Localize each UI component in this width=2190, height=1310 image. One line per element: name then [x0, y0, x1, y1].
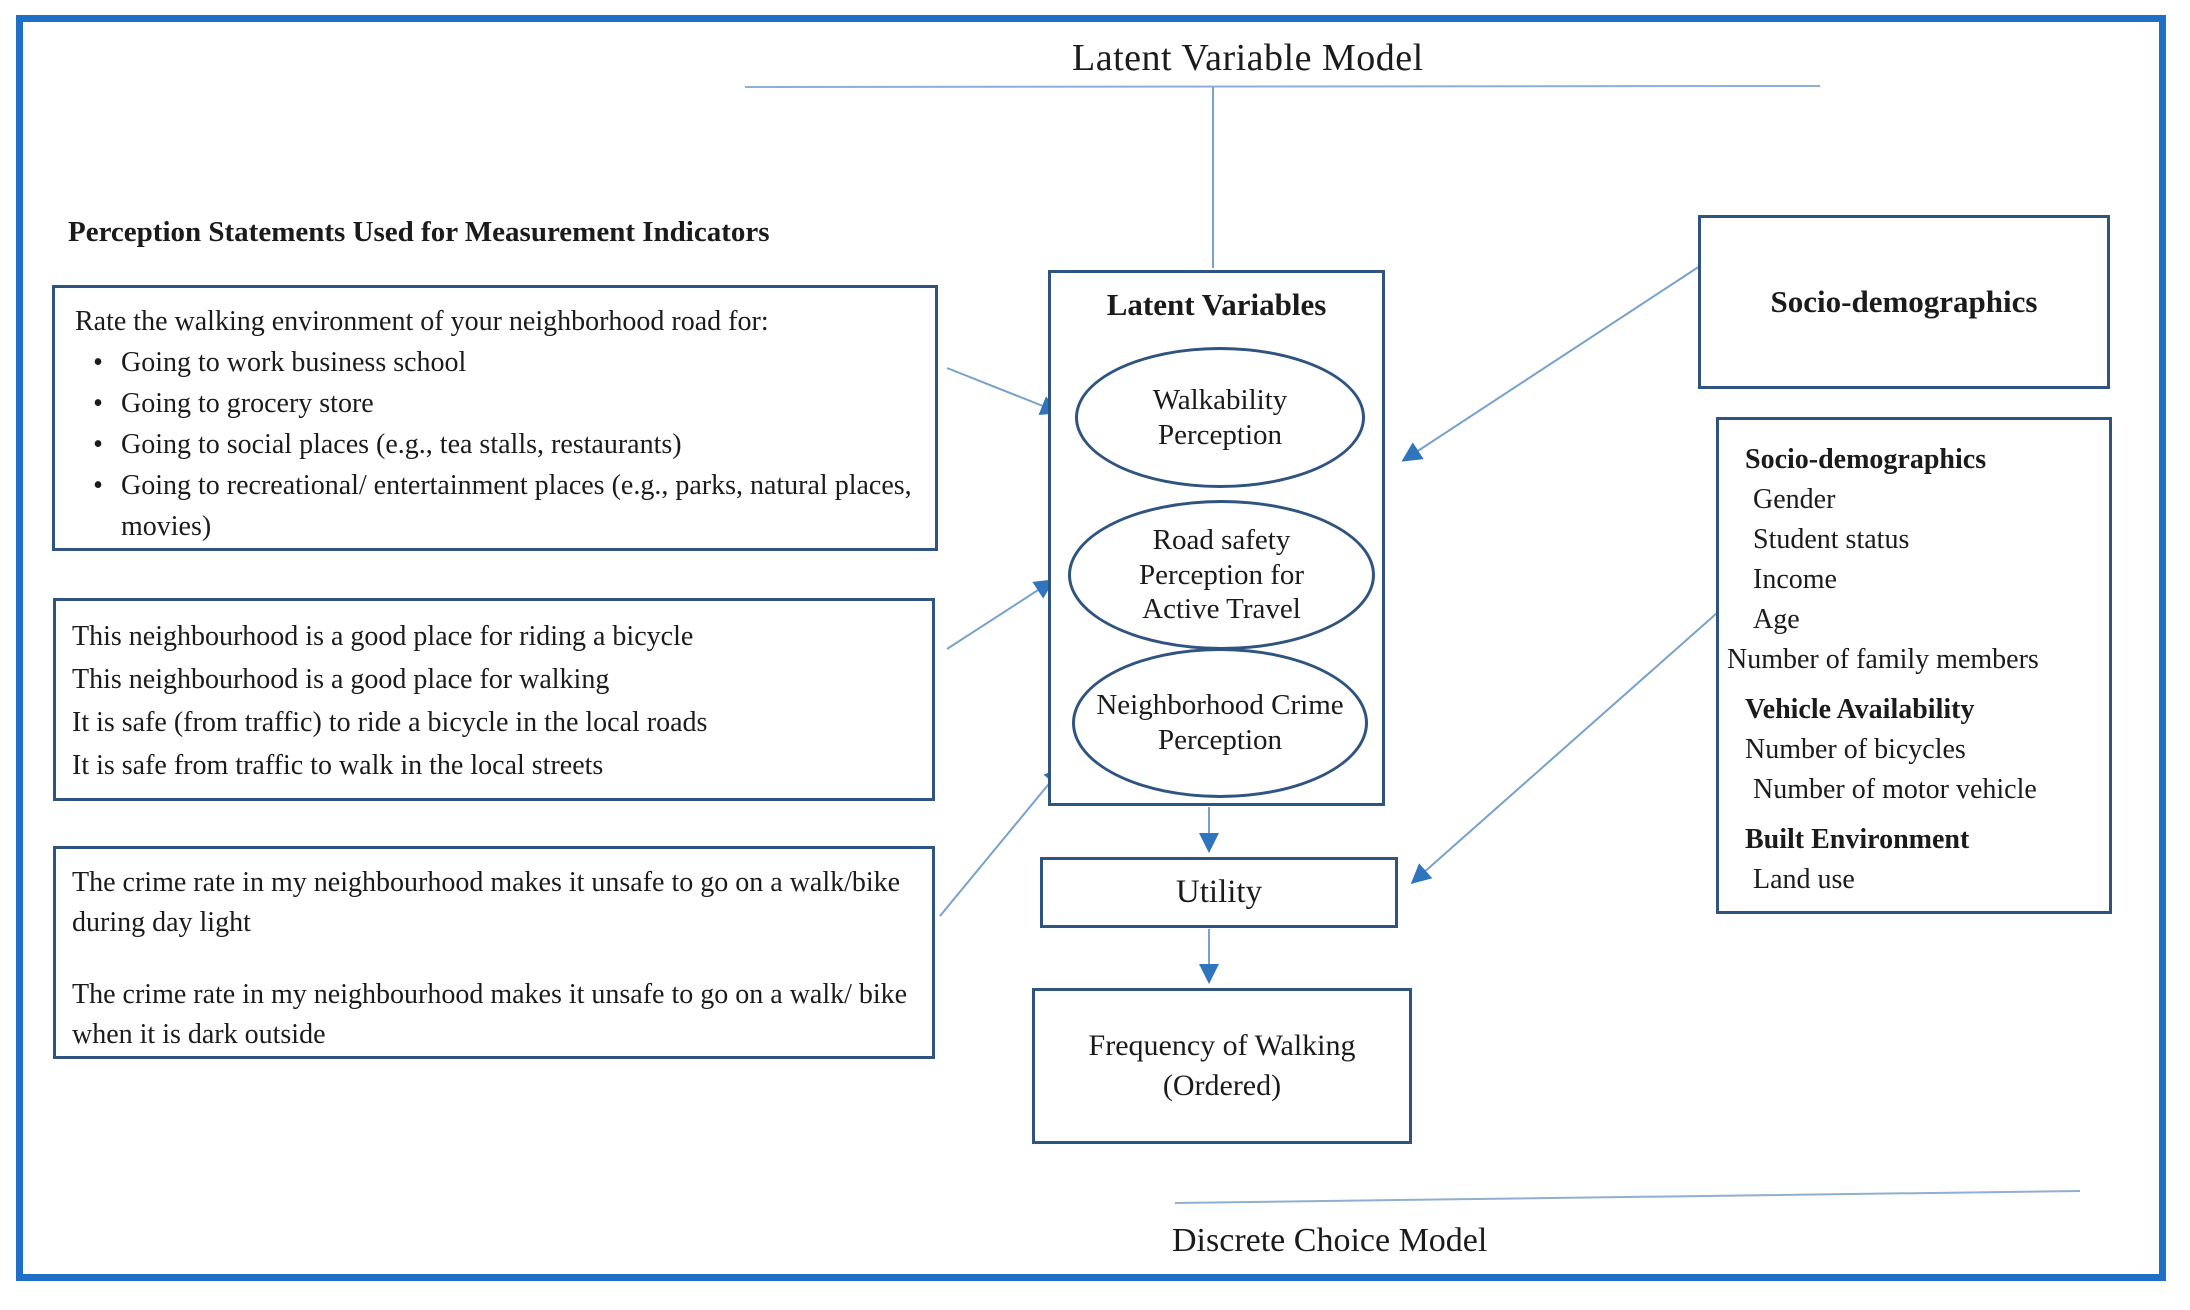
walkability-perception-ellipse: Walkability Perception: [1075, 347, 1365, 488]
box2-line-2: This neighbourhood is a good place for w…: [72, 664, 610, 695]
list-item: Number of bicycles: [1745, 734, 1966, 765]
bullet-icon: [75, 424, 121, 465]
list-item: Number of family members: [1727, 644, 2039, 675]
sociodemographics-box: Socio-demographics: [1698, 215, 2110, 389]
box2-line-4: It is safe from traffic to walk in the l…: [72, 750, 604, 781]
crime-perception-ellipse: Neighborhood Crime Perception: [1072, 648, 1368, 798]
bullet-icon: [75, 383, 121, 424]
list-item: Income: [1753, 564, 1837, 595]
list-item: Number of motor vehicle: [1753, 774, 2037, 805]
frequency-of-walking-box: Frequency of Walking (Ordered): [1032, 988, 1412, 1144]
discrete-choice-model-label: Discrete Choice Model: [1172, 1222, 1488, 1259]
box1-bullet-2: Going to grocery store: [75, 383, 923, 424]
bullet-icon: [75, 342, 121, 383]
latent-variable-model-title: Latent Variable Model: [1072, 37, 1424, 79]
box3-paragraph-1: The crime rate in my neighbourhood makes…: [72, 867, 901, 938]
walking-environment-statements-box: Rate the walking environment of your nei…: [52, 285, 938, 551]
list-item: Student status: [1753, 524, 1910, 555]
section-header-sociodemographics: Socio-demographics: [1745, 444, 1987, 475]
outer-frame: [16, 15, 2166, 1281]
box1-bullet-3: Going to social places (e.g., tea stalls…: [75, 424, 923, 465]
perception-statements-heading: Perception Statements Used for Measureme…: [68, 216, 770, 248]
box1-bullet-1: Going to work business school: [75, 342, 923, 383]
list-item: Gender: [1753, 484, 1836, 515]
section-header-vehicle-availability: Vehicle Availability: [1745, 694, 1975, 725]
box1-intro: Rate the walking environment of your nei…: [75, 306, 769, 337]
list-item: Land use: [1753, 864, 1855, 895]
road-safety-statements-box: This neighbourhood is a good place for r…: [53, 598, 935, 801]
section-header-built-environment: Built Environment: [1745, 824, 1970, 855]
explanatory-variables-box: Socio-demographics Gender Student status…: [1716, 417, 2112, 914]
road-safety-perception-ellipse: Road safety Perception for Active Travel: [1068, 500, 1375, 650]
box3-paragraph-2: The crime rate in my neighbourhood makes…: [72, 979, 908, 1050]
bullet-icon: [75, 465, 121, 547]
utility-box: Utility: [1040, 857, 1398, 928]
box2-line-3: It is safe (from traffic) to ride a bicy…: [72, 707, 708, 738]
box1-bullet-4: Going to recreational/ entertainment pla…: [75, 465, 923, 547]
list-item: Age: [1753, 604, 1800, 635]
box2-line-1: This neighbourhood is a good place for r…: [72, 621, 694, 652]
latent-variables-title: Latent Variables: [1106, 287, 1327, 322]
crime-statements-box: The crime rate in my neighbourhood makes…: [53, 846, 935, 1059]
